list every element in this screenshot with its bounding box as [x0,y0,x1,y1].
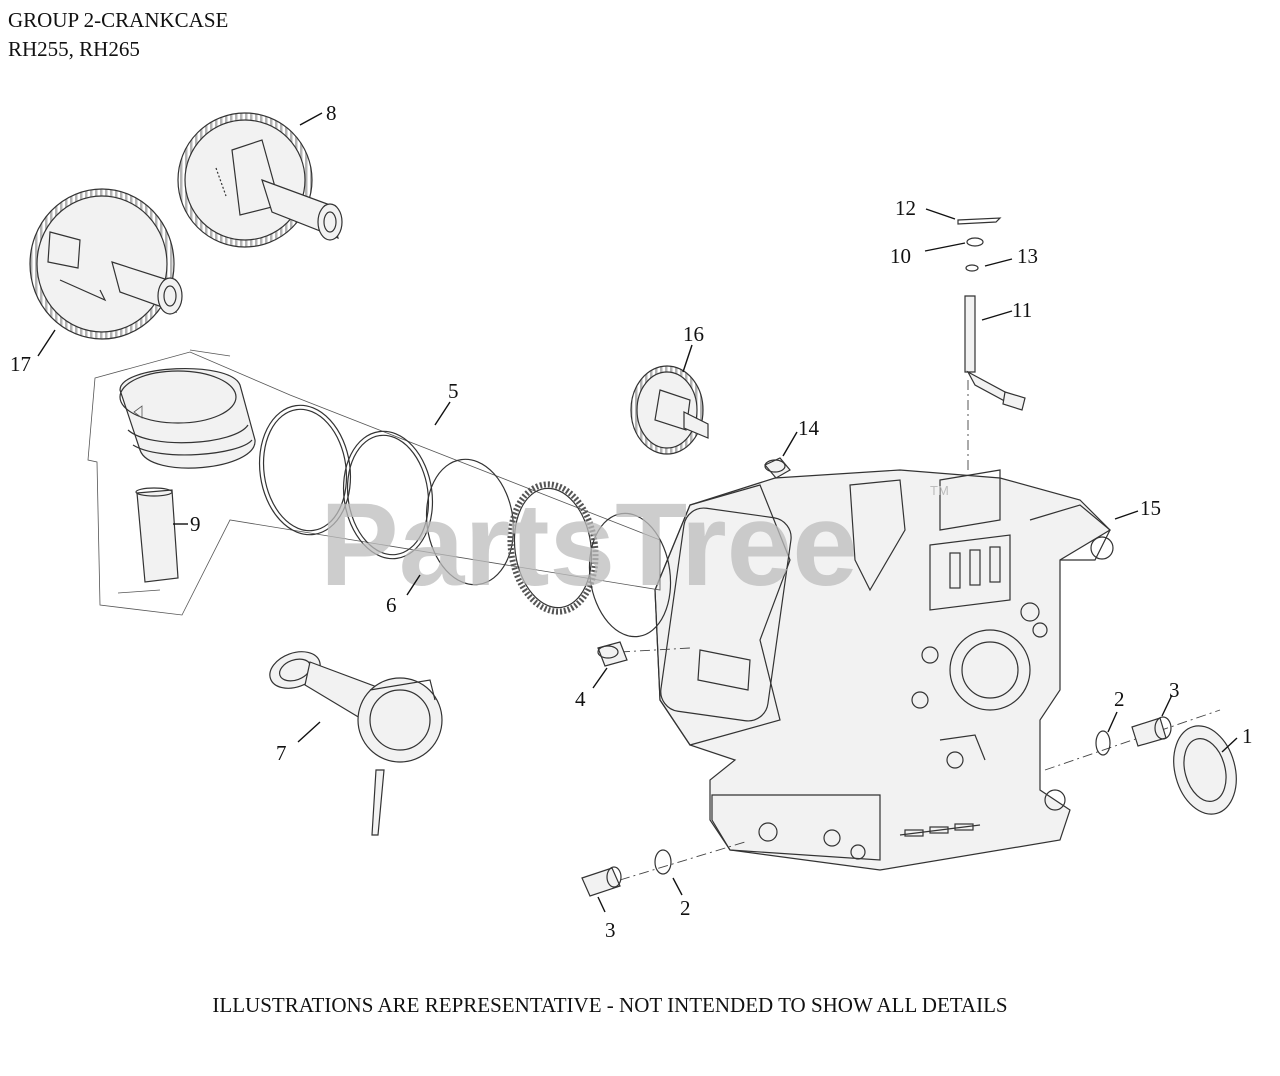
callout-2-bottom[interactable]: 2 [680,896,691,920]
drain-plug-part-3-right[interactable] [1131,716,1172,747]
callout-3-right[interactable]: 3 [1169,678,1180,702]
callout-4[interactable]: 4 [575,687,586,711]
callout-11[interactable]: 11 [1012,298,1032,322]
callout-17[interactable]: 17 [10,352,31,376]
callout-8[interactable]: 8 [326,101,337,125]
oil-fill-plug-part-14[interactable] [764,457,791,479]
model-numbers: RH255, RH265 [8,37,140,61]
callout-9[interactable]: 9 [190,512,201,536]
callout-2-right[interactable]: 2 [1114,687,1125,711]
disclaimer-note: ILLUSTRATIONS ARE REPRESENTATIVE - NOT I… [212,993,1008,1017]
washer-part-2-bottom[interactable] [654,849,672,875]
callout-10[interactable]: 10 [890,244,911,268]
callout-3-bottom[interactable]: 3 [605,918,616,942]
governor-gear-part-16[interactable] [630,365,709,455]
crank-gear-part-17[interactable] [29,188,183,340]
piston-rings-part-5[interactable] [251,399,521,590]
watermark-brand: PartsTree [320,479,858,611]
diagram-title: GROUP 2-CRANKCASE [8,8,229,32]
dowel-pin-part-4[interactable] [597,641,628,667]
callout-labels: 1 2 2 3 3 4 5 6 7 8 9 10 11 12 13 14 15 … [10,101,1253,942]
crankcase-part-15[interactable] [654,469,1114,871]
oil-ring-expander[interactable] [503,479,604,617]
callout-15[interactable]: 15 [1140,496,1161,520]
callout-14[interactable]: 14 [798,416,820,440]
watermark-trademark: TM [930,483,949,498]
governor-shaft-part-11[interactable] [964,295,1026,411]
oil-seal-part-1[interactable] [1164,719,1245,821]
washer-part-2-right[interactable] [1095,730,1111,756]
callout-1[interactable]: 1 [1242,724,1253,748]
callout-7[interactable]: 7 [276,741,287,765]
governor-clip-part-12[interactable] [957,217,1002,225]
callout-6[interactable]: 6 [386,593,397,617]
callout-16[interactable]: 16 [683,322,704,346]
oil-ring-rails-part-6[interactable] [582,508,678,642]
leader-lines [37,112,1238,913]
washer-part-10[interactable] [966,237,984,247]
drain-plug-part-3-bottom[interactable] [581,866,622,897]
washer-part-13[interactable] [965,264,979,272]
callout-13[interactable]: 13 [1017,244,1038,268]
callout-5[interactable]: 5 [448,379,459,403]
connecting-rod-part-7[interactable] [265,645,443,836]
callout-12[interactable]: 12 [895,196,916,220]
camshaft-part-8[interactable] [177,112,343,248]
piston-pin-part-9[interactable] [117,487,179,594]
piston[interactable] [119,349,256,469]
